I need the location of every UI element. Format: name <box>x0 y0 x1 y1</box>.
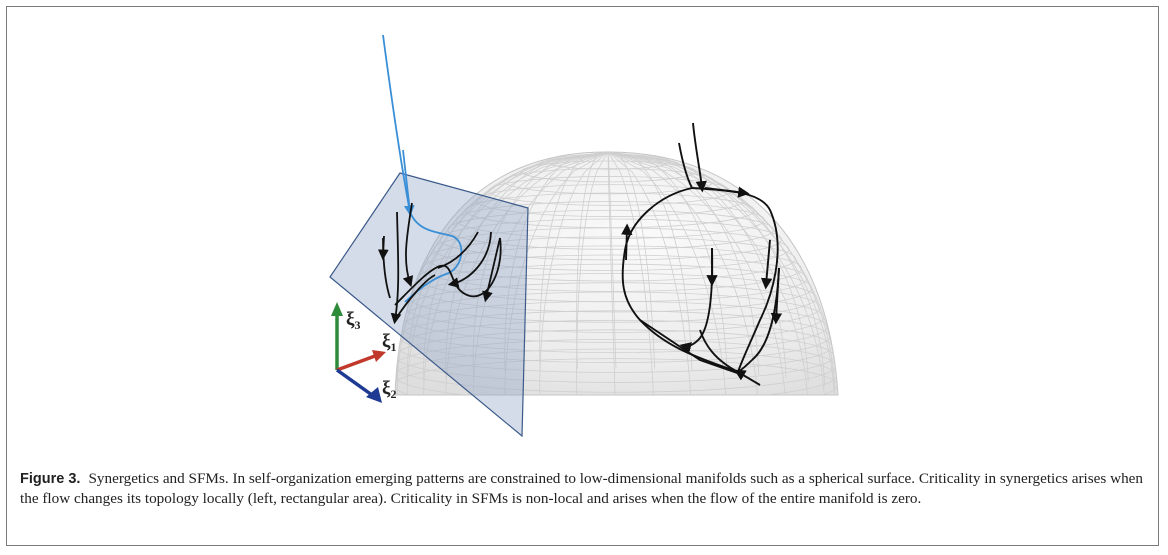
sphere-longitude-line <box>406 151 609 386</box>
hemisphere-manifold <box>394 151 839 396</box>
caption-text: Synergetics and SFMs. In self-organizati… <box>20 470 1143 507</box>
coordinate-axes: ξ3 ξ1 ξ2 <box>331 302 396 403</box>
sphere-longitude-line <box>607 151 787 395</box>
caption-label: Figure 3. <box>20 471 81 487</box>
sphere-longitude-line <box>607 151 617 395</box>
sphere-longitude-line <box>607 151 728 395</box>
local-flow-lines <box>377 202 502 325</box>
xi2-arrow-icon <box>366 387 382 403</box>
blue-trajectory <box>382 34 463 303</box>
local-criticality-plane <box>329 172 529 438</box>
sphere-longitude-line <box>607 151 835 391</box>
sphere-longitude-line <box>472 151 609 375</box>
sphere-longitude-line <box>504 151 609 372</box>
sphere-longitude-line <box>504 151 609 395</box>
sphere-longitude-line <box>539 151 609 371</box>
sphere-longitude-line <box>423 151 609 382</box>
sphere-longitude-line <box>607 151 825 395</box>
sphere-longitude-line <box>607 151 825 386</box>
sphere-longitude-line <box>607 151 760 395</box>
sphere-longitude-line <box>607 151 728 372</box>
xi3-label: ξ3 <box>346 309 360 332</box>
sphere-longitude-line <box>445 151 609 395</box>
xi1-label: ξ1 <box>382 331 396 354</box>
xi3-arrow-icon <box>331 302 343 316</box>
sphere-longitude-line <box>607 151 835 395</box>
figure-caption: Figure 3.Synergetics and SFMs. In self-o… <box>20 469 1148 509</box>
sphere-longitude-line <box>607 151 693 395</box>
xi1-arrow-icon <box>372 350 386 362</box>
sphere-longitude-line <box>607 151 760 375</box>
sphere-longitude-line <box>607 151 617 369</box>
sphere-longitude-line <box>396 151 609 391</box>
sphere-longitude-line <box>539 151 609 395</box>
sphere-longitude-line <box>607 151 809 382</box>
sphere-longitude-line <box>607 151 693 371</box>
sphere-longitude-line <box>576 151 609 395</box>
xi2-label: ξ2 <box>382 378 396 401</box>
sphere-longitude-line <box>423 151 609 395</box>
figure-illustration: ξ3 ξ1 ξ2 <box>329 34 839 438</box>
sphere-longitude-line <box>445 151 609 378</box>
global-flow-lines <box>621 122 783 386</box>
sphere-longitude-line <box>607 151 655 395</box>
sphere-longitude-line <box>576 151 609 369</box>
